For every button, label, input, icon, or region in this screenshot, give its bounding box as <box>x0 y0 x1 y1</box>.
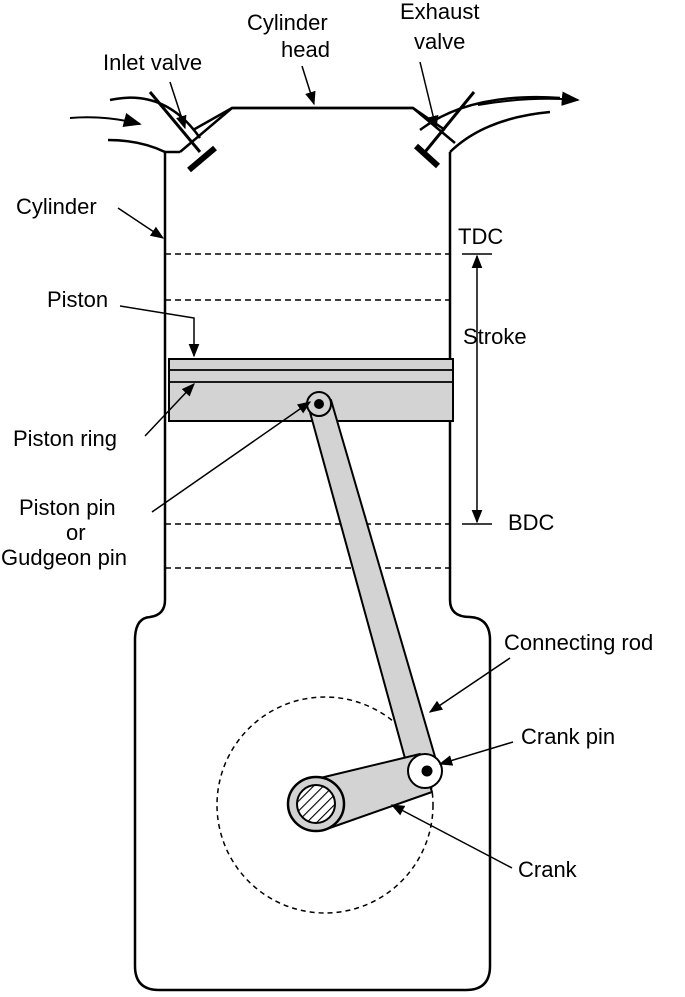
exhaust-valve-stem <box>423 91 476 153</box>
inlet-valve-stem <box>148 91 202 153</box>
inlet-valve-leader <box>169 81 187 130</box>
piston-leader <box>119 305 200 358</box>
exhaust-flow-arrow <box>477 91 580 106</box>
inlet-valve-label: Inlet valve <box>103 50 202 75</box>
crank-label: Crank <box>518 857 578 882</box>
exhaust-valve-head <box>413 143 441 169</box>
crank-pin-icon <box>421 765 433 777</box>
piston-label: Piston <box>47 287 108 312</box>
stroke-label: Stroke <box>463 324 527 349</box>
cylinder-head-label-line1: Cylinder <box>247 10 328 35</box>
cylinder-head <box>192 106 446 132</box>
cylinder-leader <box>117 207 165 239</box>
piston-ring-label: Piston ring <box>13 426 117 451</box>
engine-casing <box>133 106 492 992</box>
tdc-label: TDC <box>458 224 503 249</box>
piston-pin-leader <box>151 401 312 513</box>
connecting-rod <box>307 399 439 774</box>
crank-pin-label: Crank pin <box>521 724 615 749</box>
exhaust-port-lower <box>449 110 551 153</box>
exhaust-valve-leader <box>419 61 439 130</box>
piston-pin-icon <box>314 399 324 409</box>
exhaust-valve-label-line2: valve <box>414 29 465 54</box>
crank-path-circle <box>216 696 434 914</box>
cylinder-head-label-line2: head <box>281 37 330 62</box>
piston-pin-label-line3: Gudgeon pin <box>1 545 127 570</box>
inlet-port-lower <box>107 138 166 154</box>
cylinder-label: Cylinder <box>16 194 97 219</box>
cylinder-head-leader <box>301 65 316 106</box>
crankshaft-hatch <box>297 785 335 823</box>
inlet-valve-head <box>187 145 217 173</box>
inlet-flow-arrow <box>69 112 142 127</box>
connecting-rod-leader <box>428 657 511 713</box>
piston-ring-leader <box>144 383 195 437</box>
crank-leader <box>390 804 513 869</box>
crank-pin-leader <box>438 741 514 766</box>
bdc-label: BDC <box>508 510 555 535</box>
piston-pin-label-line1: Piston pin <box>19 495 116 520</box>
exhaust-valve-label-line1: Exhaust <box>400 0 480 24</box>
inlet-port-upper <box>109 96 202 139</box>
connecting-rod-label: Connecting rod <box>504 630 653 655</box>
piston-pin-label-line2: or <box>66 520 86 545</box>
